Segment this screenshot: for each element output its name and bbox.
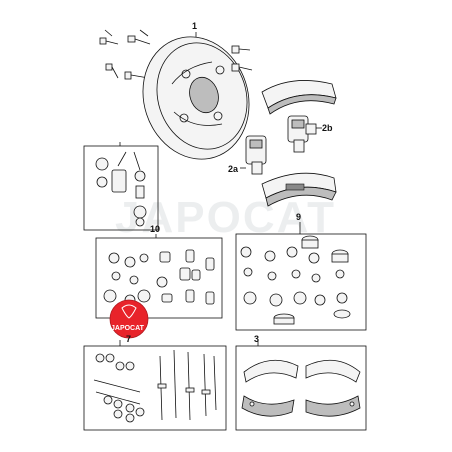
kit-10-parts: [103, 249, 215, 306]
callout-3: 3: [254, 334, 259, 344]
callout-2a: 2a: [228, 164, 239, 174]
callout-10: 10: [150, 224, 160, 234]
brake-shoe-top: [261, 80, 337, 115]
kit-9-box: 9: [235, 212, 367, 331]
callout-2b: 2b: [322, 123, 333, 133]
callout-1: 1: [192, 21, 197, 31]
kit-10-box: 10: [95, 224, 223, 319]
kit-7-parts: [93, 349, 217, 423]
cylinder-kit-box: [83, 142, 159, 231]
callout-7: 7: [126, 334, 131, 344]
backing-plate-group: 1: [99, 21, 253, 160]
kit-3-shoes: [241, 359, 361, 417]
brake-shoe-middle: [261, 172, 337, 207]
wheel-cylinder-2b: 2b: [287, 115, 333, 153]
wheel-cylinder-2a: 2a: [228, 135, 267, 175]
kit-7-box: 7: [83, 334, 227, 431]
kit-3-box: 3: [235, 334, 367, 431]
japocat-logo: JAPOCAT: [109, 299, 149, 339]
callout-9: 9: [296, 212, 301, 222]
logo-text: JAPOCAT: [111, 325, 145, 332]
watermark-text: JAPOCAT: [115, 193, 336, 242]
kit-9-parts: [240, 235, 351, 325]
